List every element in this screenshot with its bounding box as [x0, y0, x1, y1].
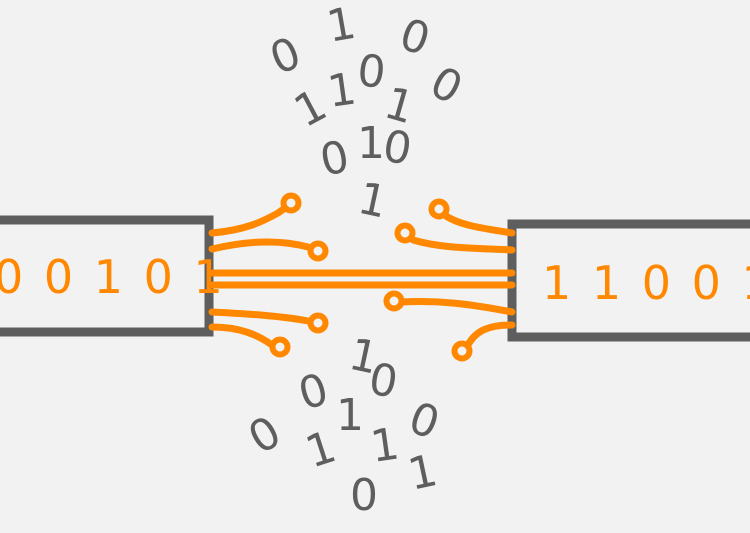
top-digit: 0: [263, 27, 308, 85]
terminal-right-2: [394, 222, 416, 244]
bottom-digit: 0: [350, 470, 378, 521]
top-digit: 1: [357, 118, 385, 169]
left-data-box: 0 0 1 0 1: [0, 215, 226, 337]
bottom-digit: 0: [402, 392, 446, 450]
right-data-box: 1 1 0 0 1 1: [507, 219, 750, 342]
bottom-digit: 1: [367, 418, 402, 472]
left-wire-4: [208, 323, 276, 349]
wire-terminals: [269, 192, 473, 362]
bottom-digit: 0: [240, 406, 290, 464]
bottom-digit: 1: [336, 390, 364, 441]
bottom-digit: 1: [404, 445, 442, 501]
left-box-frame: [0, 215, 214, 337]
top-digit: 0: [316, 131, 354, 187]
right-wire-4: [464, 321, 516, 349]
binary-cloud-bottom: 1 0 0 1 0 0 1 1 0 1: [240, 329, 446, 521]
left-wire-3: [208, 308, 312, 325]
terminal-right-3: [383, 290, 405, 312]
bottom-digit: 0: [293, 364, 334, 421]
left-box-bits: 0 0 1 0 1: [0, 250, 226, 304]
left-wire-1: [208, 204, 289, 237]
terminal-left-4: [269, 336, 291, 358]
right-box-frame: [507, 219, 750, 342]
terminal-right-1: [428, 198, 450, 220]
right-wire-1: [442, 212, 516, 237]
terminal-left-1: [280, 192, 302, 214]
terminal-right-4: [451, 340, 473, 362]
left-wire-2: [208, 238, 312, 253]
terminal-left-2: [307, 240, 329, 262]
top-digit: 0: [355, 45, 388, 99]
top-digit: 1: [354, 173, 392, 229]
top-digit: 1: [324, 63, 359, 117]
top-digit: 0: [422, 57, 471, 115]
top-digit: 1: [323, 0, 359, 53]
connection-wires: [208, 204, 516, 349]
top-digit: 0: [394, 9, 436, 66]
terminal-left-3: [307, 312, 329, 334]
right-wire-3: [398, 297, 516, 316]
right-wire-2: [409, 236, 516, 254]
right-box-bits: 1 1 0 0 1 1: [542, 256, 750, 310]
